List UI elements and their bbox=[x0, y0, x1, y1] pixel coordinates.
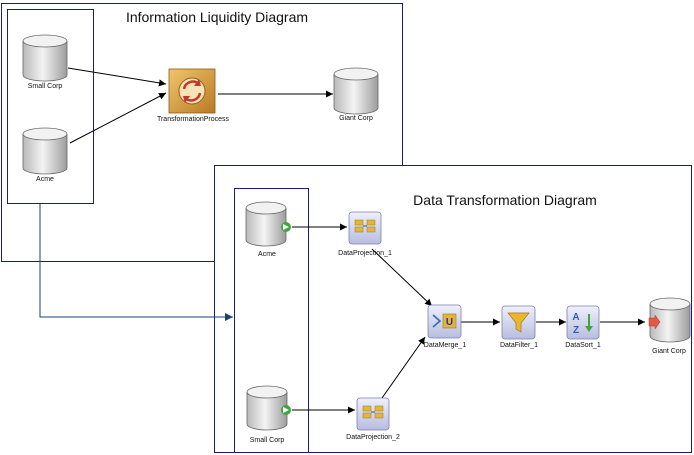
il-giant-corp-node[interactable]: Giant Corp bbox=[333, 67, 379, 122]
database-cylinder-icon bbox=[22, 127, 68, 175]
information-liquidity-frame: Information Liquidity Diagram bbox=[1, 3, 403, 262]
merge-union-icon: U bbox=[427, 304, 462, 339]
dt-acme-node[interactable]: Acme bbox=[245, 201, 291, 258]
green-arrow-icon bbox=[281, 405, 291, 415]
dt-data-projection-1-label: DataProjection_1 bbox=[338, 250, 392, 257]
green-arrow-icon bbox=[281, 222, 291, 232]
database-cylinder-icon bbox=[246, 385, 288, 431]
il-giant-corp-label: Giant Corp bbox=[339, 115, 373, 122]
database-cylinder-icon bbox=[649, 297, 691, 343]
dt-data-filter-1-node[interactable]: DataFilter_1 bbox=[500, 305, 538, 349]
dt-acme-label: Acme bbox=[258, 251, 276, 258]
il-small-corp-label: Small Corp bbox=[28, 83, 63, 90]
database-cylinder-icon bbox=[22, 34, 68, 82]
dt-small-corp-node[interactable]: Small Corp bbox=[246, 385, 291, 444]
dt-data-projection-2-label: DataProjection_2 bbox=[346, 434, 400, 441]
dt-data-sort-1-label: DataSort_1 bbox=[565, 342, 601, 349]
red-arrow-icon bbox=[648, 314, 661, 330]
edge-acme-transform bbox=[69, 92, 167, 144]
dt-giant-corp-node[interactable]: Giant Corp bbox=[648, 297, 691, 355]
svg-text:Z: Z bbox=[573, 325, 579, 336]
source-group-box bbox=[7, 9, 94, 204]
dt-small-corp-label: Small Corp bbox=[250, 437, 285, 444]
dt-source-group-box bbox=[234, 188, 309, 453]
data-transformation-title: Data Transformation Diagram bbox=[413, 192, 597, 208]
projection-grid-icon bbox=[348, 211, 382, 245]
diagram-link-connector bbox=[39, 204, 233, 321]
edge-smallcorp-transform bbox=[67, 67, 167, 87]
dt-data-sort-1-node[interactable]: A Z DataSort_1 bbox=[565, 305, 601, 349]
transformation-cycle-icon bbox=[168, 68, 216, 114]
database-cylinder-icon bbox=[245, 201, 287, 247]
il-edges bbox=[67, 67, 333, 144]
il-acme-node[interactable]: Acme bbox=[22, 127, 68, 183]
funnel-filter-icon bbox=[501, 305, 536, 340]
dt-data-merge-1-label: DataMerge_1 bbox=[424, 342, 467, 349]
edge-projection2-merge bbox=[381, 336, 426, 399]
dt-data-merge-1-node[interactable]: U DataMerge_1 bbox=[424, 304, 467, 349]
information-liquidity-title: Information Liquidity Diagram bbox=[126, 9, 308, 25]
dt-edges bbox=[292, 223, 645, 414]
svg-text:A: A bbox=[572, 312, 579, 323]
dt-data-projection-1-node[interactable]: DataProjection_1 bbox=[338, 211, 392, 257]
il-transformation-process-label: TransformationProcess bbox=[157, 116, 230, 123]
il-small-corp-node[interactable]: Small Corp bbox=[22, 34, 68, 90]
dt-data-filter-1-label: DataFilter_1 bbox=[500, 342, 538, 349]
database-cylinder-icon bbox=[333, 67, 379, 115]
dt-data-projection-2-node[interactable]: DataProjection_2 bbox=[346, 397, 400, 441]
dt-giant-corp-label: Giant Corp bbox=[652, 348, 686, 355]
svg-text:U: U bbox=[446, 317, 453, 328]
il-transformation-process-node[interactable]: TransformationProcess bbox=[157, 68, 230, 123]
edge-projection1-merge bbox=[371, 248, 433, 307]
projection-grid-icon bbox=[356, 397, 390, 431]
il-acme-label: Acme bbox=[36, 176, 54, 183]
az-sort-icon: A Z bbox=[566, 305, 600, 340]
